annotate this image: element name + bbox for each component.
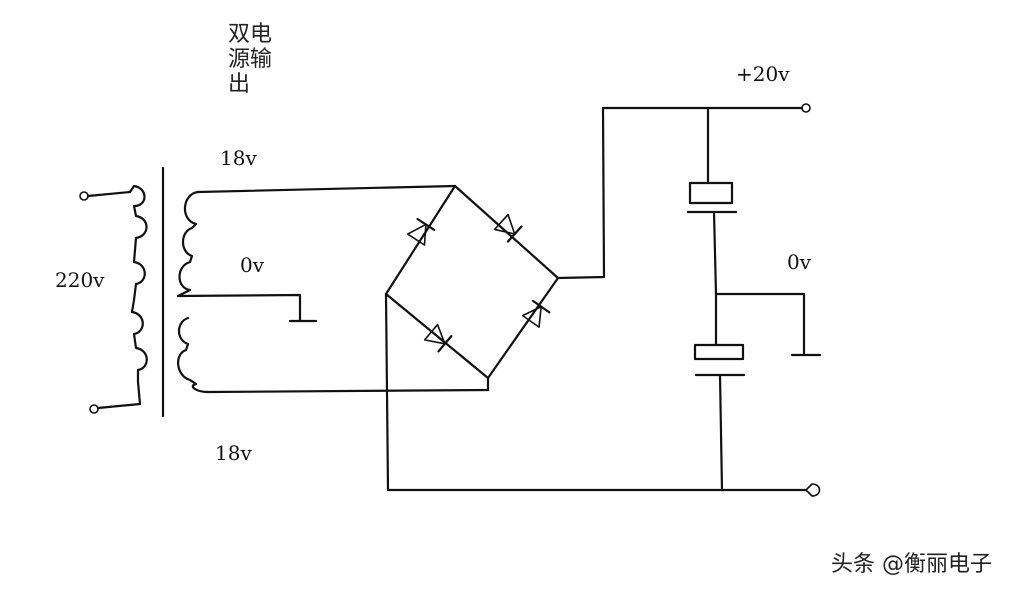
positive-rail <box>556 106 804 280</box>
ac-input-label: 220v <box>55 268 105 292</box>
diode-icon <box>423 323 453 353</box>
output-ground-label: 0v <box>787 250 812 274</box>
return-output-terminal-icon <box>805 483 821 497</box>
cap-bottom-lead <box>718 373 724 492</box>
secondary-top-label: 18v <box>220 146 257 170</box>
center-tap-label: 0v <box>240 253 265 277</box>
watermark: 头条 @衡丽电子 <box>831 552 992 577</box>
capacitor-icon <box>693 343 745 361</box>
bridge-rectifier <box>384 184 560 392</box>
secondary-bottom-lead <box>206 388 490 394</box>
bridge-arm-top-left <box>384 184 457 296</box>
input-lead-top <box>86 190 132 198</box>
primary-winding-icon <box>128 184 148 406</box>
positive-output-label: +20v <box>736 62 790 86</box>
diagram-title: 双电源输出 <box>228 22 273 97</box>
center-tap-lead <box>176 293 302 322</box>
return-rail <box>384 292 808 492</box>
input-lead-bottom <box>96 402 142 410</box>
ground-lead <box>714 292 806 356</box>
secondary-bottom-label: 18v <box>215 441 252 465</box>
input-terminal-bottom-icon <box>89 404 99 414</box>
bridge-arm-bottom-right <box>486 276 560 380</box>
diode-icon <box>406 217 436 246</box>
secondary-top-lead <box>196 184 457 194</box>
primary-input-leads <box>79 190 142 414</box>
secondary-winding-icon <box>176 190 210 394</box>
cap-middle-lead <box>712 210 718 346</box>
input-terminal-top-icon <box>79 191 89 201</box>
bridge-arm-bottom-left <box>384 292 490 380</box>
positive-output-terminal-icon <box>801 103 811 113</box>
filter-capacitors <box>686 106 822 492</box>
capacitor-icon <box>688 181 734 205</box>
diode-icon <box>493 213 523 243</box>
diode-icon <box>521 299 551 328</box>
